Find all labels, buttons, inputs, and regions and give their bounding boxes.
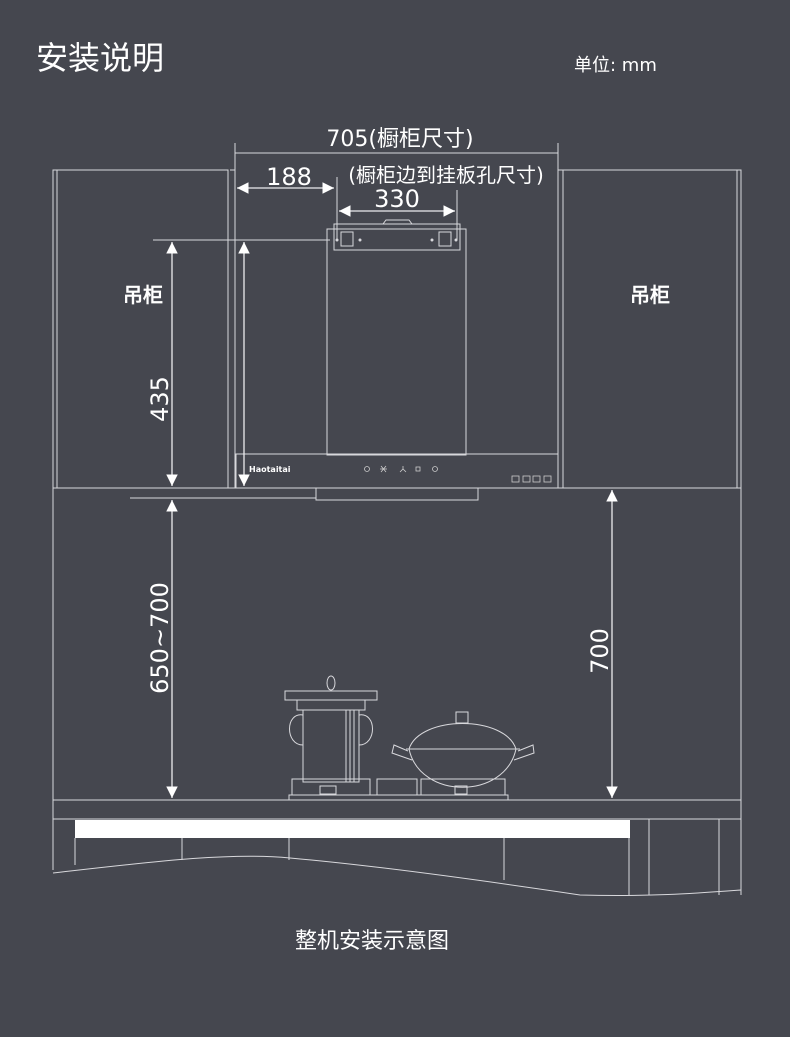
cabinet-to-counter-value: 700 xyxy=(586,628,614,674)
hole-spacing-value: 330 xyxy=(374,185,420,213)
edge-to-hole-label: (橱柜边到挂板孔尺寸) xyxy=(348,163,544,187)
cabinet-width-label: 705(橱柜尺寸) xyxy=(326,127,473,152)
right-cabinet-label: 吊柜 xyxy=(630,283,670,307)
hood-height-value: 435 xyxy=(146,376,174,422)
control-icons xyxy=(364,465,552,483)
countertop xyxy=(52,799,742,897)
diagram-caption: 整机安装示意图 xyxy=(295,929,449,954)
wok xyxy=(391,711,535,788)
brand-logo: Haotaitai xyxy=(249,465,291,474)
hanging-plate xyxy=(326,219,467,456)
left-cabinet xyxy=(52,169,229,489)
left-cabinet-label: 吊柜 xyxy=(123,283,163,307)
dimension-650-700: 650~700 xyxy=(146,500,178,798)
dimension-435: 435 xyxy=(130,239,330,499)
dimension-700: 700 xyxy=(586,490,618,798)
range-hood: Haotaitai xyxy=(235,453,559,501)
page-title: 安装说明 xyxy=(36,39,164,77)
dimension-705: 705(橱柜尺寸) xyxy=(230,127,563,488)
edge-to-hole-value: 188 xyxy=(266,163,312,191)
dimension-188: 188 (橱柜边到挂板孔尺寸) xyxy=(237,163,544,194)
hood-to-stove-value: 650~700 xyxy=(146,582,174,694)
stock-pot xyxy=(284,675,378,783)
right-cabinet xyxy=(562,169,742,489)
dimension-330: 330 xyxy=(336,177,458,240)
unit-label: 单位: mm xyxy=(574,55,657,76)
